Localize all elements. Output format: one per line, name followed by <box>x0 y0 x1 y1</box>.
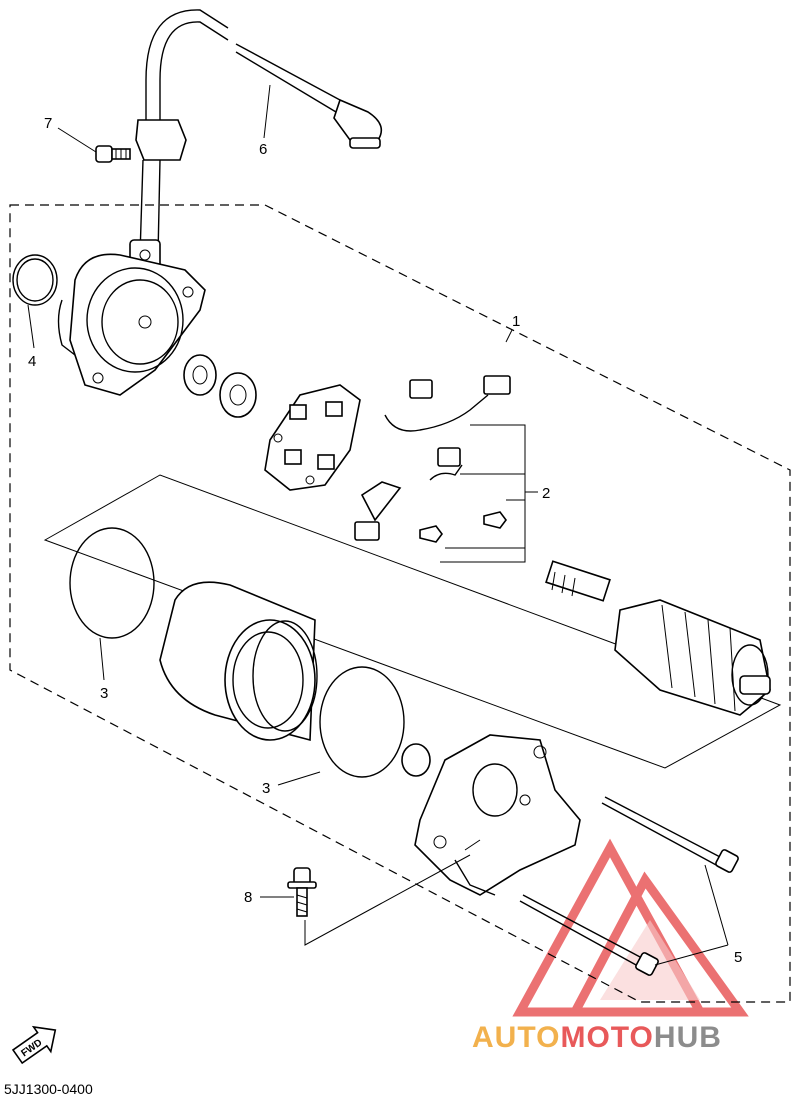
brush-holder-plate <box>264 384 361 491</box>
callout-1: 1 <box>512 313 520 330</box>
yoke-housing <box>159 581 318 742</box>
callout-8: 8 <box>244 889 252 906</box>
o-ring-part-3-right <box>319 666 405 778</box>
o-ring-part-3-left <box>69 527 155 639</box>
o-ring-part-4 <box>12 254 58 306</box>
callout-7: 7 <box>44 115 52 132</box>
callout-5: 5 <box>734 949 742 966</box>
drawing-code: 5JJ1300-0400 <box>4 1081 93 1097</box>
callout-6: 6 <box>259 141 267 158</box>
bolt-part-8 <box>287 867 317 917</box>
screw-part-7 <box>95 145 131 163</box>
rear-cover <box>414 734 581 896</box>
watermark-text: AUTOMOTOHUB <box>472 1021 722 1054</box>
callout-3-left: 3 <box>100 685 108 702</box>
front-cover-housing <box>57 253 206 396</box>
leader-lines <box>27 84 729 966</box>
inner-reference-frame <box>43 474 782 769</box>
assembly-outline-dashed <box>9 204 791 1003</box>
brush-set-part-2 <box>354 375 511 543</box>
callout-4: 4 <box>28 353 36 370</box>
bushing <box>401 743 431 777</box>
callout-2: 2 <box>542 485 550 502</box>
bearing-washers <box>183 354 257 418</box>
fwd-direction-badge: FWD <box>11 1025 57 1065</box>
lead-wire-part-6 <box>129 9 383 271</box>
leader-bracket-part-2 <box>440 424 538 563</box>
through-bolts-part-5 <box>519 796 739 976</box>
callout-3-right: 3 <box>262 780 270 797</box>
armature <box>545 560 771 716</box>
